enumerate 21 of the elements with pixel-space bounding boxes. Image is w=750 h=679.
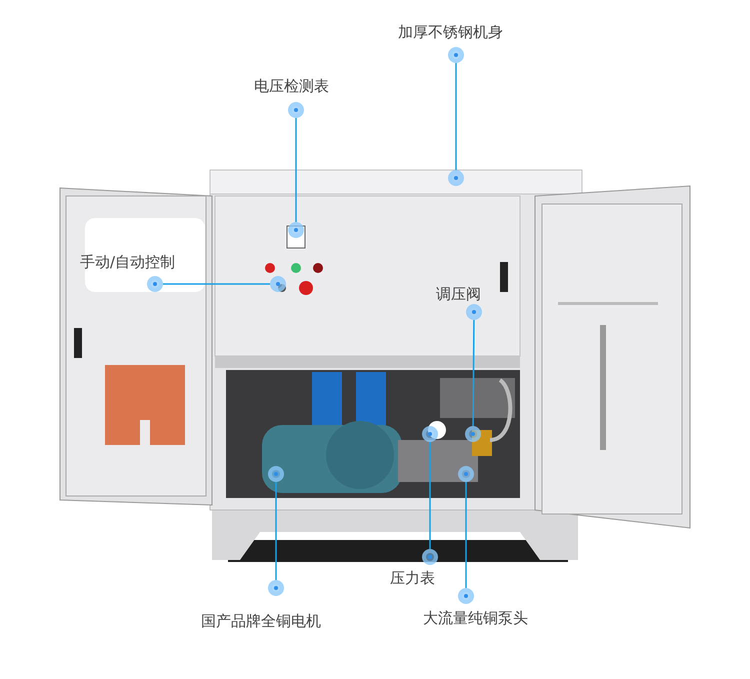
leader-line [455,63,457,170]
callout-label: 加厚不锈钢机身 [398,22,503,42]
callout-dot [270,276,286,292]
leader-line [429,442,431,549]
leader-line [295,118,297,222]
leader-line [163,283,270,285]
callout-label: 大流量纯铜泵头 [423,608,528,628]
leader-line [472,320,475,426]
callout-label: 调压阀 [436,284,481,304]
leader-line [275,482,277,580]
callout-dot [422,426,438,442]
leader-line [465,482,467,588]
callout-dot [268,466,284,482]
callout-dot [448,170,464,186]
callout-dot [458,466,474,482]
callout-label: 国产品牌全铜电机 [201,611,321,631]
callout-label: 手动/自动控制 [80,252,176,272]
callout-label: 压力表 [390,568,435,588]
callout-dot [465,426,481,442]
callout-label: 电压检测表 [254,76,329,96]
callout-dot [288,222,304,238]
